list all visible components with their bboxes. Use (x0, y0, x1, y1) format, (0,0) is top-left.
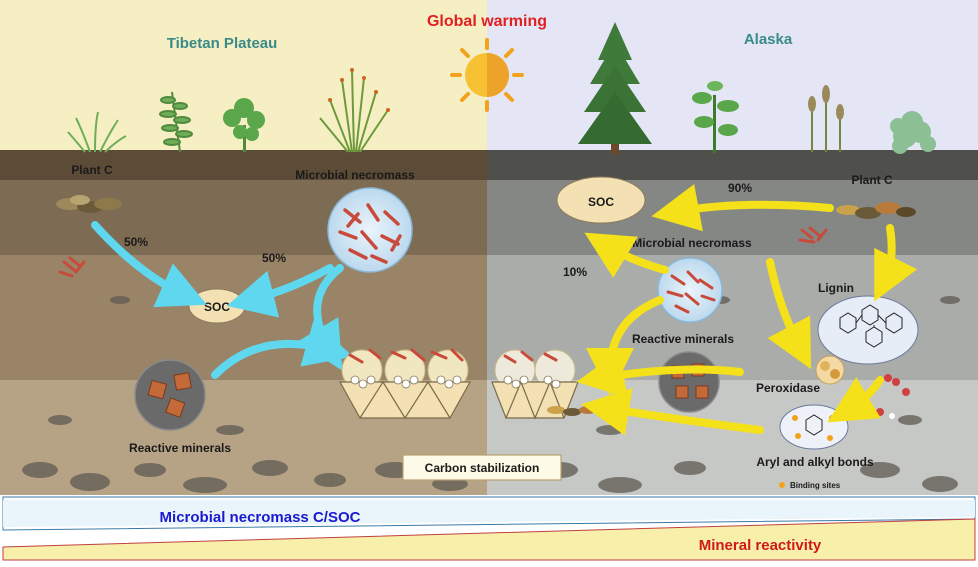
binding-sites-label: Binding sites (790, 481, 841, 490)
right-reactive-minerals-circle (658, 351, 720, 413)
right-pct-plant: 90% (728, 181, 752, 195)
lignin-structure (817, 295, 919, 365)
right-microbe-cluster (798, 226, 828, 244)
shrub-flowers (328, 68, 390, 112)
region-label-alaska: Alaska (744, 31, 793, 48)
necromass-gradient-label: Microbial necromass C/SOC (160, 509, 361, 526)
left-reactive-minerals-circle (134, 359, 206, 431)
binding-site-legend-icon (779, 482, 785, 488)
lignin-label: Lignin (818, 281, 854, 295)
right-plant-c-label: Plant C (851, 173, 893, 187)
horsetail-icon (808, 85, 844, 152)
left-soil-upper (0, 180, 487, 255)
carbon-stabilization-box: Carbon stabilization (402, 454, 562, 481)
right-soc-node: SOC (556, 176, 646, 224)
shrub-icon (319, 69, 389, 153)
title-global-warming: Global warming (427, 13, 547, 30)
moss-icon (890, 111, 936, 154)
right-reactive-minerals-label: Reactive minerals (632, 332, 734, 346)
peroxidase-label: Peroxidase (756, 381, 820, 395)
right-pct-necromass: 10% (563, 265, 587, 279)
right-soc-label: SOC (588, 195, 614, 209)
left-topsoil (0, 150, 487, 180)
spruce-tree-icon (578, 22, 652, 154)
aryl-alkyl-structure (779, 404, 849, 450)
left-soc-label: SOC (204, 300, 230, 314)
right-necromass-circle (657, 257, 723, 323)
mineral-gradient-label: Mineral reactivity (699, 537, 822, 554)
left-microbial-necromass-label: Microbial necromass (295, 168, 415, 182)
left-soc-node: SOC (188, 288, 246, 324)
herb-icon (223, 98, 265, 152)
left-reactive-minerals-label: Reactive minerals (129, 441, 231, 455)
mineral-gradient-bar (2, 518, 976, 561)
carbon-stabilization-label: Carbon stabilization (425, 461, 540, 475)
left-pct-necromass: 50% (262, 251, 286, 265)
peroxidase-icon (815, 355, 845, 385)
right-topsoil (487, 150, 978, 180)
left-pct-plant: 50% (124, 235, 148, 249)
right-yellow-arrows (576, 184, 918, 436)
fern-icon (159, 91, 193, 153)
left-stabilization-container (338, 348, 472, 420)
plant-icon (692, 81, 739, 153)
region-label-tibetan-plateau: Tibetan Plateau (167, 35, 278, 52)
left-necromass-circle (327, 187, 413, 273)
left-microbe-cluster (58, 256, 86, 278)
sun-icon (450, 38, 524, 112)
left-cyan-arrows (91, 221, 354, 379)
left-leaf-litter (56, 195, 122, 213)
right-microbial-necromass-label: Microbial necromass (632, 236, 752, 250)
right-leaf-litter (836, 202, 916, 219)
left-plant-c-label: Plant C (71, 163, 113, 177)
aryl-alkyl-label: Aryl and alkyl bonds (756, 455, 874, 469)
grass-icon (67, 111, 127, 153)
necromass-gradient-bar (2, 496, 976, 531)
